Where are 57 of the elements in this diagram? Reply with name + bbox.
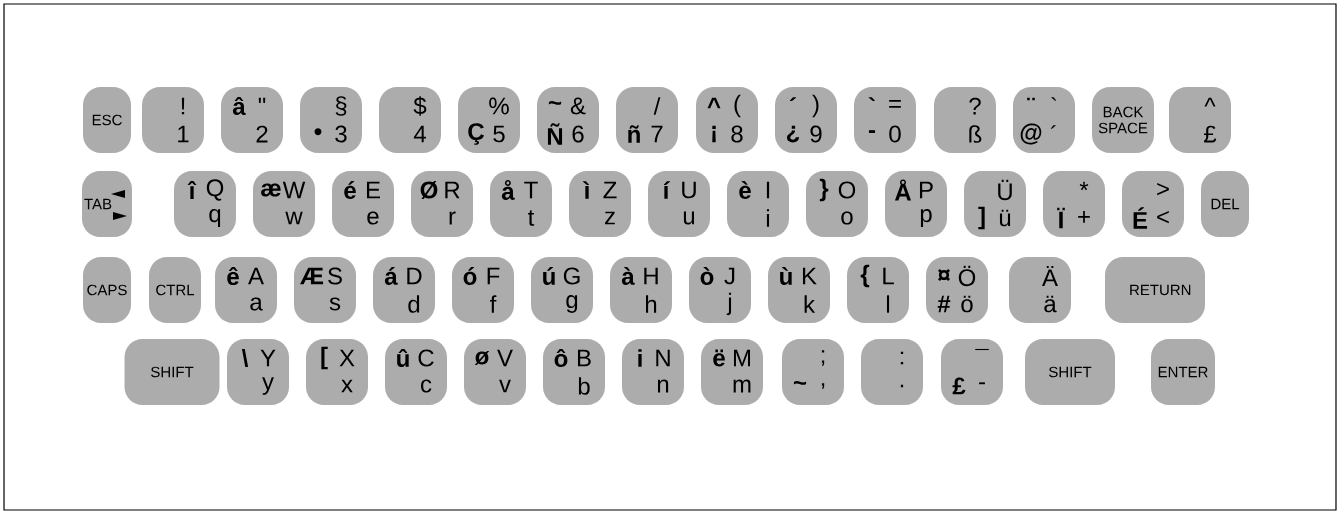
keyboard-key: ê A a — [215, 257, 277, 323]
keyboard-key: ESC — [83, 87, 131, 153]
keyboard-key: ! 1 — [142, 87, 204, 153]
keyboard-key: ´ ) ¿ 9 — [775, 87, 837, 153]
keyboard-key: / ñ 7 — [616, 87, 678, 153]
keyboard-key: ? ß — [934, 87, 996, 153]
keyboard-key: ` = - 0 — [854, 87, 916, 153]
keyboard-key: § • 3 — [300, 87, 362, 153]
keyboard-key: BACK SPACE — [1092, 87, 1154, 153]
keyboard-key: è I i — [727, 171, 789, 237]
keyboard-key: * Ï + — [1043, 171, 1105, 237]
keyboard-key: å T t — [490, 171, 552, 237]
keyboard-key: Æ S s — [294, 257, 356, 323]
keyboard-key: ¨ ` @ ´ — [1013, 87, 1075, 153]
keyboard-key: ^ £ — [1169, 87, 1231, 153]
keyboard-key: á D d — [373, 257, 435, 323]
keyboard-key: ô B b — [543, 339, 605, 405]
keyboard-key: ~ & Ñ 6 — [537, 87, 599, 153]
keyboard-key: ¤ Ö # ö — [926, 257, 988, 323]
keyboard-key: ù K k — [768, 257, 830, 323]
keyboard-key: } O o — [806, 171, 868, 237]
keyboard-key: ; ~ , — [782, 339, 844, 405]
keyboard-key: ú G g — [531, 257, 593, 323]
keyboard-key: Ø R r — [411, 171, 473, 237]
keyboard-key: Ä ä — [1009, 257, 1071, 323]
keyboard-key: $ 4 — [379, 87, 441, 153]
keyboard-key: [ X x — [306, 339, 368, 405]
keyboard-key: : . — [861, 339, 923, 405]
keyboard-key: CTRL — [149, 257, 201, 323]
keyboard-key: DEL — [1201, 171, 1249, 237]
keyboard-key: { L l — [847, 257, 909, 323]
keyboard-key: é E e — [332, 171, 394, 237]
keyboard-key: ENTER — [1151, 339, 1215, 405]
keyboard-key: SHIFT — [124, 339, 220, 405]
keyboard-key: > É < — [1122, 171, 1184, 237]
keyboard-key: ë M m — [701, 339, 763, 405]
keyboard-key: ó F f — [452, 257, 514, 323]
keyboard-key: i N n — [622, 339, 684, 405]
keyboard-key: \ Y y — [227, 339, 289, 405]
keyboard-key: TAB — [82, 171, 132, 237]
keyboard-key: Ü ] ü — [964, 171, 1026, 237]
keyboard-key: í U u — [648, 171, 710, 237]
keyboard-key: â " 2 — [221, 87, 283, 153]
keyboard-key: û C c — [385, 339, 447, 405]
keyboard-key: à H h — [610, 257, 672, 323]
keyboard-key: ì Z z — [569, 171, 631, 237]
keyboard-key: î Q q — [174, 171, 236, 237]
keyboard-key: CAPS — [83, 257, 131, 323]
keyboard-key: RETURN — [1105, 257, 1205, 323]
keyboard-key: æW w — [253, 171, 315, 237]
keyboard-key: ^ ( ¡ 8 — [696, 87, 758, 153]
keyboard-key: Å P p — [885, 171, 947, 237]
keyboard-key: ¯ £ - — [941, 339, 1003, 405]
keyboard-key: % Ç 5 — [458, 87, 520, 153]
keyboard-key: ø V v — [464, 339, 526, 405]
keyboard-key: SHIFT — [1025, 339, 1115, 405]
keyboard-key: ò J j — [689, 257, 751, 323]
